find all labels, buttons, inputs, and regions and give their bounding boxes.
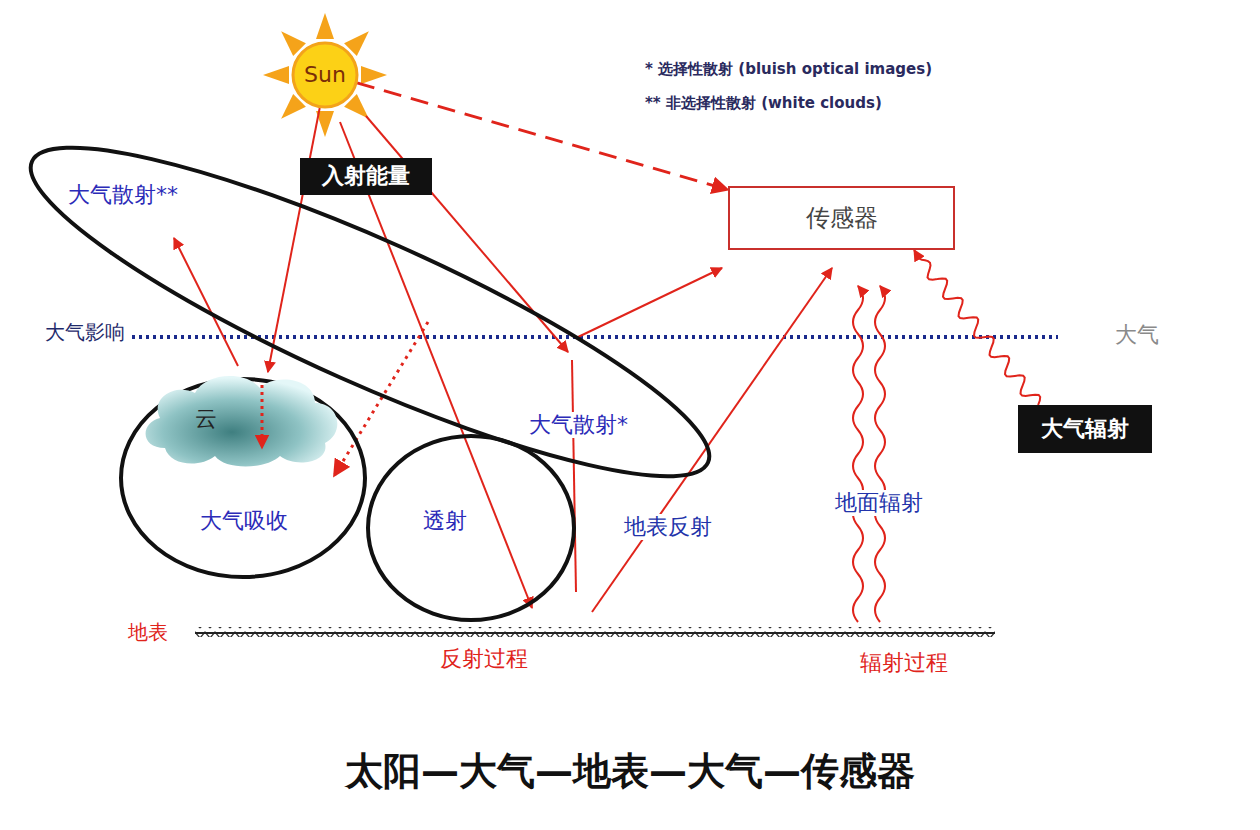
scatter-sensor-arrow — [576, 268, 722, 338]
ground-radiation-wave — [853, 286, 863, 622]
ground-radiation-wave — [875, 286, 885, 622]
process-label: 地表反射 — [622, 514, 714, 540]
atmosphere-line — [132, 335, 1058, 339]
cloud-scatter-arrow — [174, 238, 238, 366]
radiation-wave — [914, 250, 1040, 405]
ground-line — [195, 632, 995, 634]
process-label: 地面辐射 — [833, 490, 925, 516]
node-text: 入射能量 — [322, 163, 410, 189]
ellipse-part — [3, 96, 738, 529]
process-label: 反射过程 — [440, 646, 528, 672]
scatter-down-line — [572, 360, 576, 592]
polygon-part — [316, 13, 334, 39]
node-text: Sun — [304, 62, 346, 88]
energy-arrow — [268, 108, 320, 372]
circle-part — [293, 43, 357, 107]
caption: 太阳—大气—地表—大气—传感器 — [0, 746, 1260, 797]
sun-circle: Sun — [292, 42, 358, 108]
legend-note: ** 非选择性散射 (white clouds) — [645, 94, 882, 112]
node-text: 大气散射* — [527, 412, 630, 438]
polygon-part — [275, 25, 306, 56]
polygon-part — [344, 25, 375, 56]
process-label: 辐射过程 — [860, 650, 948, 676]
sensor-box: 传感器 — [728, 186, 955, 250]
layer-label: 大气影响 — [45, 320, 125, 344]
transmission-ellipse-outline — [365, 433, 577, 623]
legend-note: * 选择性散射 (bluish optical images) — [645, 60, 932, 78]
node-text: 传感器 — [806, 204, 878, 233]
transmission-ellipse: 透射 — [365, 433, 577, 623]
polygon-part — [361, 66, 387, 84]
polygon-part — [275, 94, 306, 125]
absorption-ellipse: 大气吸收 云 — [118, 376, 368, 580]
cloud-shape: 云 — [135, 368, 345, 468]
label-box: 入射能量 — [300, 158, 432, 195]
ellipse-part — [368, 436, 574, 620]
node-text: 大气吸收 — [200, 508, 288, 534]
node-text: 云 — [195, 406, 217, 432]
node-text: 大气散射** — [68, 182, 178, 208]
label-box: 大气辐射 — [1018, 405, 1152, 453]
layer-label: 大气 — [1115, 322, 1159, 348]
ground-hatch — [195, 627, 995, 637]
path-part — [146, 376, 338, 466]
ground-label: 地表 — [128, 620, 168, 644]
cloud-shape-outline — [135, 368, 345, 468]
node-text: 大气辐射 — [1041, 416, 1129, 442]
scatter-ellipse: 大气散射** 大气散射* — [25, 140, 715, 484]
node-text: 透射 — [423, 508, 467, 534]
reflect-arrow — [592, 268, 832, 612]
polygon-part — [263, 66, 289, 84]
line-part — [261, 385, 264, 448]
